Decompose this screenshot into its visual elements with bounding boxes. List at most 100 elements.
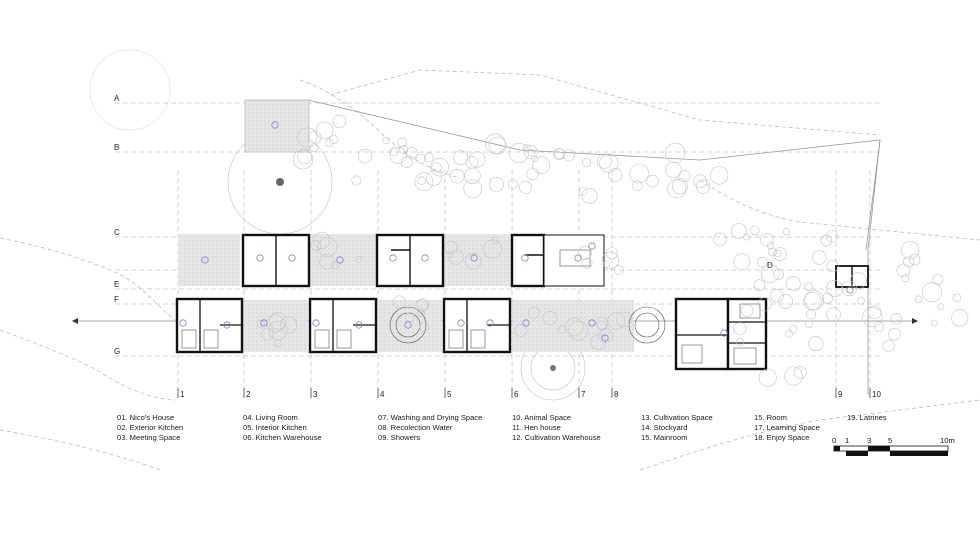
legend-item: 01. Nico's House — [117, 413, 175, 422]
tree-canopy — [760, 233, 774, 247]
tree-canopy — [389, 146, 407, 164]
tree-canopy — [581, 257, 593, 269]
tree-canopy — [404, 312, 415, 322]
tree-canopy — [596, 320, 607, 331]
grid-col-label: 7 — [581, 390, 586, 399]
room-tag — [522, 319, 530, 327]
legend-item: 06. Kitchen Warehouse — [243, 433, 322, 443]
legend-column-7: 19. Latrines — [847, 413, 887, 423]
room-tag — [720, 329, 728, 337]
tree-canopy — [292, 149, 314, 170]
tree-canopy — [399, 145, 409, 155]
tree-canopy — [453, 150, 468, 166]
tree-canopy — [382, 136, 390, 144]
tree-canopy — [309, 143, 319, 152]
tree-canopy — [805, 320, 813, 328]
tree-canopy — [565, 317, 584, 337]
tree-canopy — [608, 168, 623, 183]
tree-canopy — [882, 339, 895, 352]
tree-canopy — [522, 144, 531, 152]
tree-canopy — [605, 247, 618, 260]
tree-canopy — [514, 323, 528, 337]
grid-row-label: B — [114, 143, 119, 152]
tree-canopy — [332, 114, 347, 129]
tree-canopy — [629, 163, 649, 184]
tree-canopy — [531, 155, 538, 163]
tree-canopy — [770, 289, 784, 303]
legend-item: 13. Cultivation Space — [641, 413, 713, 422]
tree-canopy — [901, 274, 910, 283]
room-tag — [201, 256, 209, 264]
tree-canopy — [937, 303, 945, 310]
tree-canopy — [768, 247, 777, 257]
tree-canopy — [616, 311, 632, 328]
lower-band — [242, 300, 634, 352]
tree-canopy — [665, 161, 682, 179]
tree-canopy — [431, 162, 442, 173]
tree-canopy — [740, 304, 754, 317]
legend-item: 05. Interior Kitchen — [243, 423, 307, 433]
room-tag — [588, 319, 596, 327]
scale-bar — [833, 445, 949, 456]
tree-canopy — [733, 253, 751, 271]
tree-canopy — [756, 256, 768, 268]
grid-col-label: 5 — [447, 390, 452, 399]
grid-col-label: 3 — [313, 390, 318, 399]
furniture — [181, 249, 761, 365]
tree-canopy — [423, 152, 434, 163]
tree-canopy — [578, 246, 593, 260]
tree-canopy — [489, 176, 504, 192]
tree-canopy — [784, 366, 804, 386]
tree-canopy — [351, 175, 362, 186]
tree-canopy — [414, 172, 434, 191]
tree-canopy — [581, 158, 592, 168]
legend-item: 12. Cultivation Warehouse — [512, 433, 601, 443]
tree-canopy — [826, 280, 843, 297]
tree-canopy — [825, 230, 839, 243]
tree-canopy — [578, 187, 588, 196]
tree-canopy — [922, 282, 942, 303]
tank-marker — [550, 365, 556, 371]
tree-canopies — [256, 114, 969, 387]
tree-canopy — [553, 148, 566, 160]
room-tag — [389, 254, 397, 262]
tree-canopy — [806, 309, 817, 320]
tree-canopy — [528, 149, 536, 157]
tree-canopy — [750, 225, 760, 236]
tree-canopy — [914, 295, 923, 303]
tree-canopy — [415, 153, 426, 164]
tree-canopy — [315, 121, 334, 140]
tree-canopy — [527, 306, 540, 319]
room-tags — [179, 121, 854, 342]
tree-canopy — [354, 256, 362, 263]
tree-canopy — [397, 137, 408, 148]
tree-canopy — [788, 325, 797, 334]
grid-col-label: 6 — [514, 390, 519, 399]
room-tag — [256, 254, 264, 262]
legend-item: 11. Hen house — [512, 423, 561, 433]
tree-canopy — [485, 133, 506, 154]
tree-canopy — [417, 176, 426, 185]
tree-canopy — [488, 136, 507, 155]
legend-item: 08. Recolection Water — [378, 423, 453, 433]
tree-canopy — [900, 241, 920, 260]
grid-row-label: A — [114, 94, 120, 103]
tree-canopy — [804, 290, 825, 311]
tree-canopy — [448, 249, 464, 265]
room-tag — [355, 321, 363, 329]
tree-canopy — [603, 260, 610, 268]
room-tag — [486, 319, 494, 327]
grid-col-label: 10 — [872, 390, 881, 399]
grid-row-label: C — [114, 228, 120, 237]
room-tag — [336, 256, 344, 264]
tree-canopy — [595, 317, 608, 330]
legend-item: 15. Mainroom — [641, 433, 688, 443]
legend-item: 17. Learning Space — [754, 423, 820, 433]
room-tag — [421, 254, 429, 262]
upper-partitions — [275, 235, 853, 287]
tree-canopy — [773, 268, 784, 280]
tree-canopy — [562, 149, 575, 162]
legend-item: 18. Enjoy Space — [754, 433, 810, 443]
tree-canopy — [310, 240, 322, 251]
tree-canopy — [758, 368, 777, 387]
